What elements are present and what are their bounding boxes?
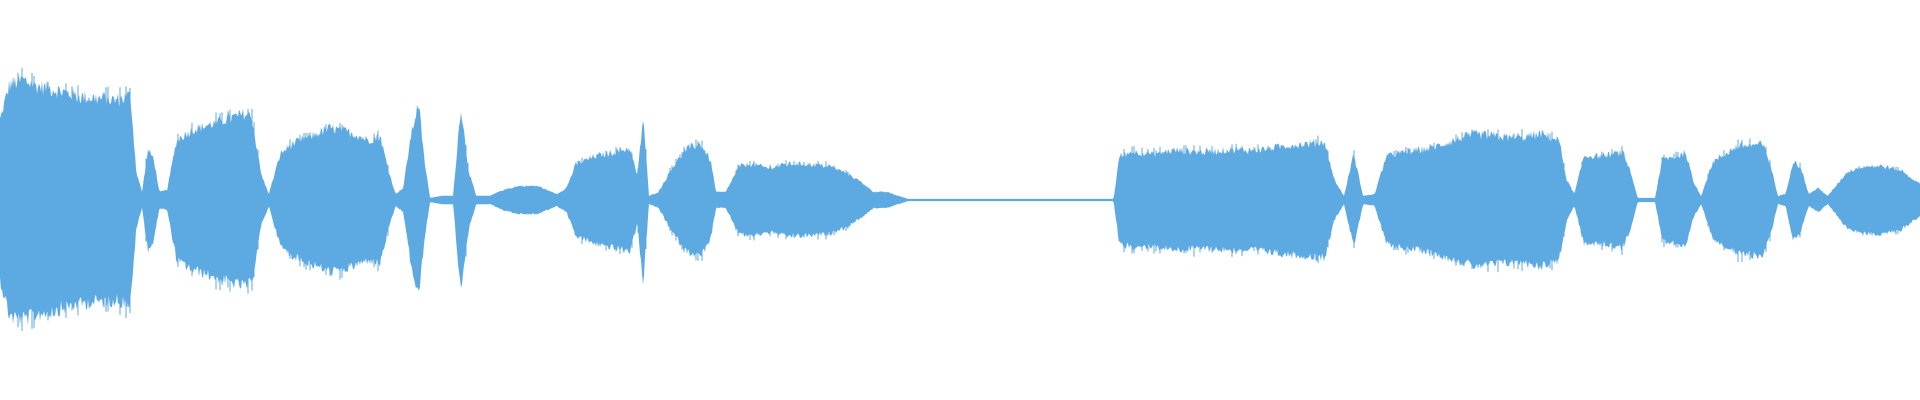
waveform-view [0, 67, 1920, 331]
audio-waveform [0, 67, 1920, 331]
